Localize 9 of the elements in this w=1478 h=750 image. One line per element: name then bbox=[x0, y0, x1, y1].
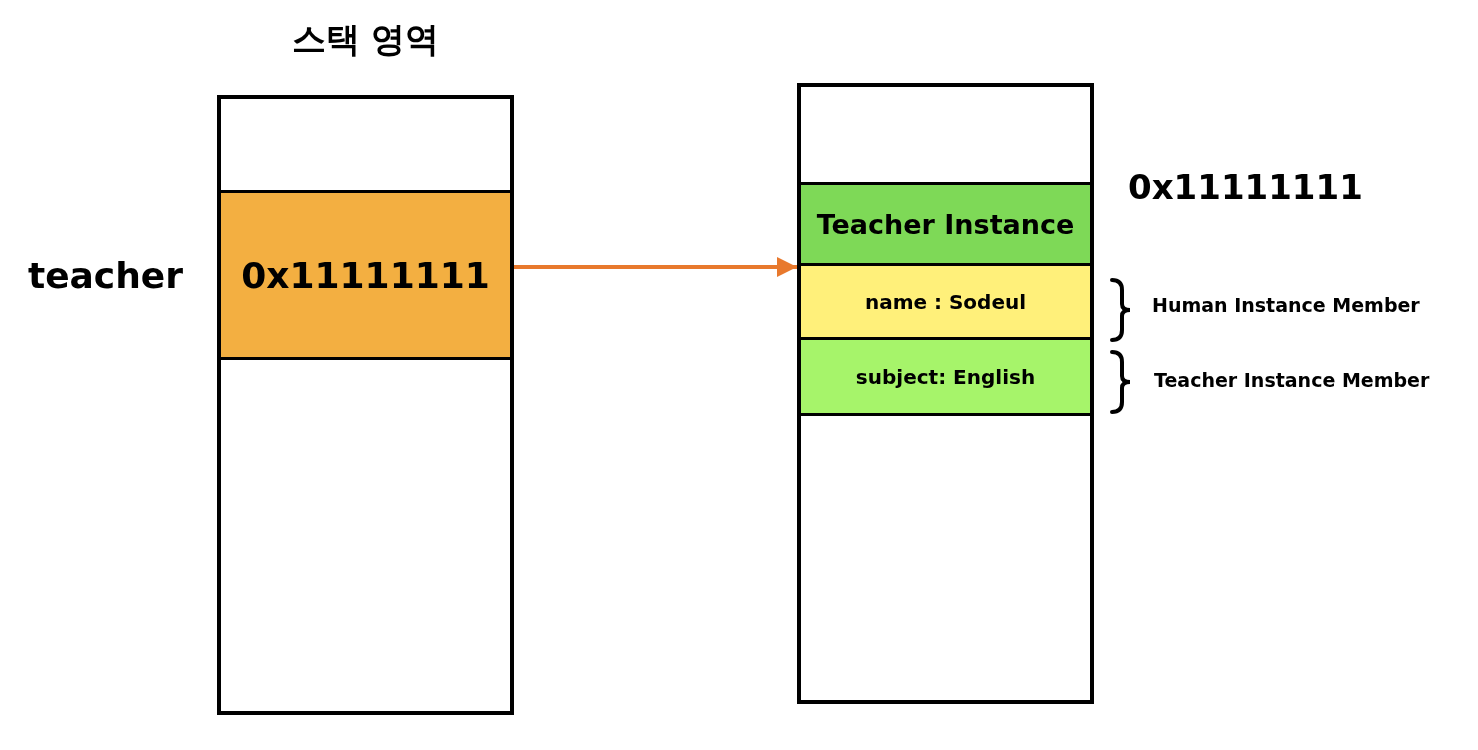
member-label: Human Instance Member bbox=[1152, 293, 1420, 316]
cell-value: Teacher Instance bbox=[816, 208, 1075, 240]
member-label: Teacher Instance Member bbox=[1154, 368, 1430, 391]
address-label: 0x11111111 bbox=[1128, 167, 1363, 207]
area-heading: 스택 영역 bbox=[291, 18, 440, 61]
cell-value: name : Sodeul bbox=[864, 289, 1027, 314]
cell-value: subject: English bbox=[855, 364, 1036, 389]
variable-name: teacher bbox=[27, 254, 183, 296]
cell-value: 0x11111111 bbox=[241, 254, 490, 296]
